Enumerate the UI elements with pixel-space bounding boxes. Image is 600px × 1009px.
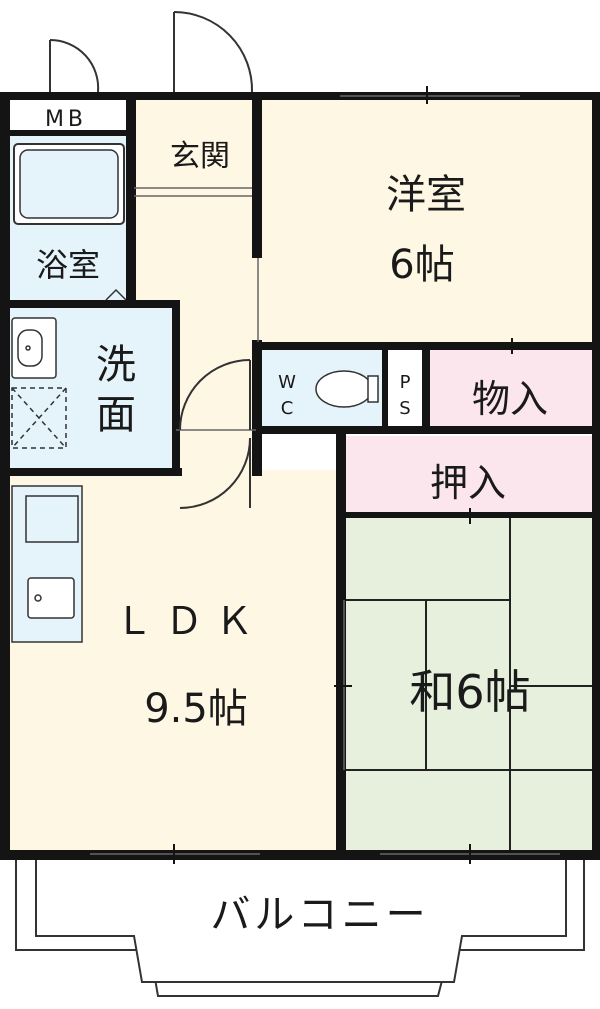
- label-genkan: 玄関: [170, 139, 230, 174]
- label-washitsu: 和6帖: [409, 665, 530, 719]
- label-ps-1: P: [400, 372, 411, 393]
- label-senmen-1: 洗: [96, 342, 136, 388]
- wash-basin: [11, 317, 57, 379]
- youshitsu-floor: [258, 98, 600, 348]
- mb-floor: [8, 98, 132, 136]
- label-yokushitsu: 浴室: [36, 246, 100, 284]
- label-oshiire: 押入: [430, 461, 506, 505]
- kitchen-counter: [11, 485, 83, 643]
- label-monoire: 物入: [472, 377, 548, 421]
- washing-machine-pan: [11, 387, 67, 449]
- label-senmen-2: 面: [96, 392, 136, 438]
- bathtub: [13, 143, 127, 301]
- genkan-floor: [132, 98, 258, 192]
- monoire-floor: [426, 348, 600, 430]
- toilet: [315, 370, 379, 408]
- oshiire-floor: [342, 436, 600, 516]
- label-wc-1: W: [278, 372, 296, 393]
- label-youshitsu-name: 洋室: [386, 172, 466, 218]
- tatami-lines: [342, 516, 600, 854]
- walls: [0, 92, 600, 860]
- label-mb: MB: [45, 107, 87, 132]
- window-ticks: [173, 86, 513, 864]
- balcony: [15, 858, 585, 997]
- interior-doors: [179, 359, 251, 509]
- label-ldk-size: 9.5帖: [144, 686, 248, 732]
- ps-floor: [382, 348, 426, 430]
- label-balcony: バルコニー: [210, 892, 429, 938]
- label-wc-2: C: [281, 398, 294, 419]
- label-ps-2: S: [399, 398, 410, 419]
- exterior-doors: [49, 11, 254, 93]
- label-youshitsu-size: 6帖: [389, 242, 454, 288]
- label-ldk-name: ＬＤＫ: [115, 599, 265, 643]
